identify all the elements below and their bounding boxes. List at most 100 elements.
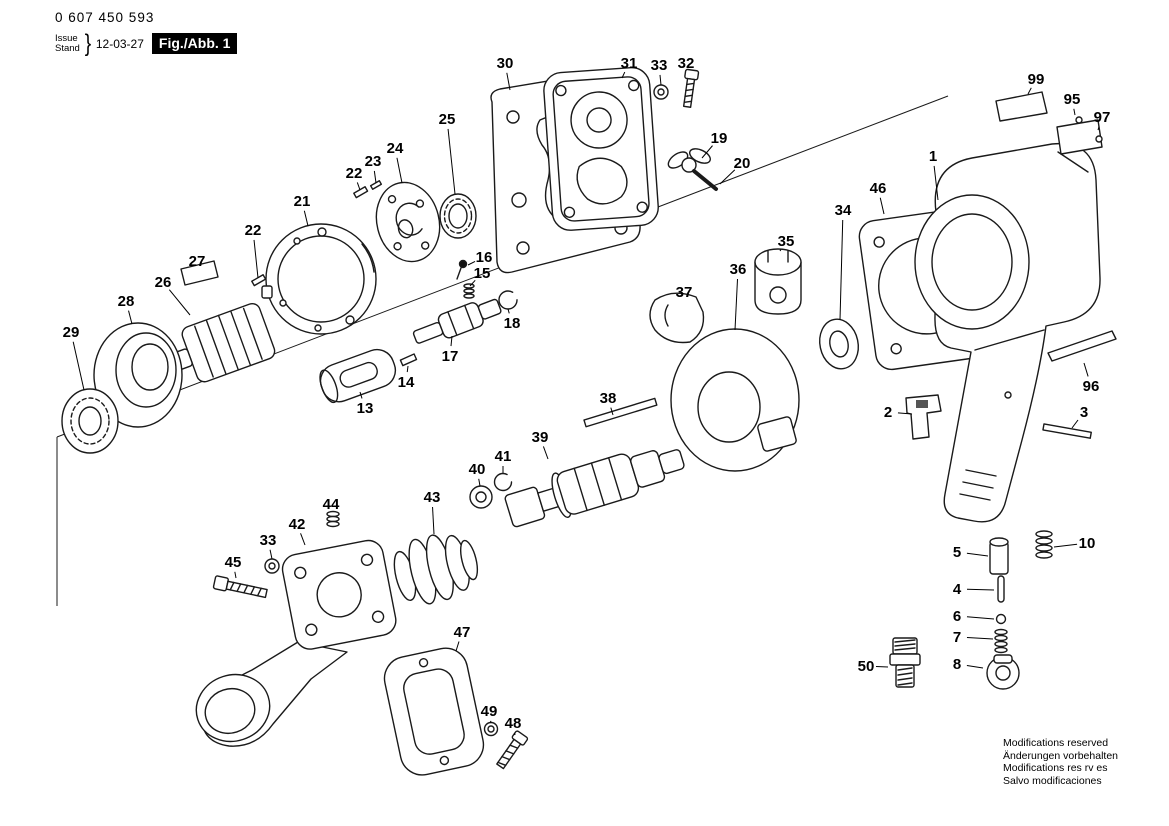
callout-leader-line (966, 616, 995, 620)
brace-glyph: } (84, 29, 92, 57)
callout-44: 44 (323, 496, 340, 513)
part-42-front-housing (188, 538, 399, 751)
callout-leader-line (168, 289, 191, 316)
callout-leader-line (897, 412, 913, 415)
callout-7: 7 (953, 629, 961, 646)
callout-2: 2 (884, 404, 892, 421)
callout-37: 37 (676, 284, 693, 301)
part-48-screw (494, 730, 528, 770)
callout-leader-line (507, 308, 510, 314)
callout-leader-line (966, 588, 995, 591)
part-3-pin (1042, 423, 1092, 439)
callout-6: 6 (953, 608, 961, 625)
part-95-97-plate (1057, 117, 1102, 154)
callout-leader-line (406, 365, 409, 373)
callout-48: 48 (505, 715, 522, 732)
modifications-line-es: Salvo modificaciones (1003, 774, 1102, 787)
callout-35: 35 (778, 233, 795, 250)
callout-14: 14 (398, 374, 415, 391)
callout-24: 24 (387, 140, 404, 157)
callout-5: 5 (953, 544, 961, 561)
callout-leader-line (128, 310, 133, 325)
callout-27: 27 (189, 253, 206, 270)
figure-label: Fig./Abb. 1 (151, 33, 238, 54)
part-96-strip (1047, 330, 1117, 362)
callout-leader-line (469, 280, 476, 287)
part-2-trigger (906, 395, 941, 439)
callout-10: 10 (1079, 535, 1096, 552)
callout-16: 16 (476, 249, 493, 266)
callout-19: 19 (711, 130, 728, 147)
part-28-bearing-flange (94, 323, 182, 427)
part-36-hammer-cage (671, 329, 799, 471)
part-13-sleeve (316, 345, 400, 407)
callout-leader-line (1053, 543, 1078, 548)
part-1-motor-housing (915, 144, 1100, 522)
callout-leader-line (875, 665, 889, 668)
callout-leader-line (478, 478, 481, 487)
modifications-line-en: Modifications reserved (1003, 737, 1109, 749)
part-14-pin (399, 353, 418, 367)
callout-leader-line (359, 391, 363, 399)
callout-31: 31 (621, 55, 638, 72)
callout-leader-line (269, 549, 273, 560)
callout-leader-line (966, 552, 989, 557)
callout-40: 40 (469, 461, 486, 478)
part-37-hammer (650, 293, 703, 342)
modifications-note: Modifications reserved Änderungen vorbeh… (1003, 737, 1118, 787)
callout-36: 36 (730, 261, 747, 278)
callout-leader-line (701, 145, 713, 159)
part-22-pin-b (251, 274, 267, 287)
callout-leader-line (447, 128, 456, 195)
part-32-screw (681, 69, 699, 107)
part-43-bushing (388, 526, 484, 610)
callout-3: 3 (1080, 404, 1088, 421)
part-22-pin-a (353, 186, 369, 199)
callout-leader-line (373, 170, 377, 184)
callout-20: 20 (734, 155, 751, 172)
part-7-spring (995, 630, 1007, 653)
callout-41: 41 (495, 448, 512, 465)
callout-45: 45 (225, 554, 242, 571)
part-25-ball-bearing (440, 194, 476, 238)
callout-23: 23 (365, 153, 382, 170)
callout-leader-line (966, 665, 984, 669)
callout-leader-line (1083, 362, 1089, 377)
part-50-air-inlet-nipple (890, 638, 920, 687)
callout-leader-line (467, 261, 476, 266)
callout-leader-line (356, 182, 361, 191)
callout-17: 17 (442, 348, 459, 365)
callout-leader-line (966, 637, 994, 640)
callout-50: 50 (858, 658, 875, 675)
callout-32: 32 (678, 55, 695, 72)
callout-46: 46 (870, 180, 887, 197)
part-16-pin (457, 261, 467, 280)
part-39-anvil (502, 436, 689, 533)
part-29-ball-bearing (62, 389, 118, 453)
part-41-o-ring (493, 472, 513, 492)
callout-leader-line (234, 571, 237, 579)
issue-stand-label: Issue Stand (55, 33, 80, 54)
callout-29: 29 (63, 324, 80, 341)
part-35-cam (755, 249, 801, 314)
part-33-washer-bottom (265, 559, 279, 573)
callout-leader-line (1071, 419, 1079, 429)
callout-96: 96 (1083, 378, 1100, 395)
callout-39: 39 (532, 429, 549, 446)
part-38-pin (583, 397, 658, 428)
callout-leader-line (542, 446, 549, 460)
document-number: 0 607 450 593 (55, 10, 155, 25)
callout-leader-line (432, 506, 435, 535)
part-10-spring (1036, 531, 1052, 558)
callout-26: 26 (155, 274, 172, 291)
stand-label: Stand (55, 42, 80, 54)
callout-leader-line (719, 169, 736, 185)
callout-97: 97 (1094, 109, 1111, 126)
modifications-line-de: Änderungen vorbehalten (1003, 749, 1119, 762)
callout-42: 42 (289, 516, 306, 533)
callout-leader-line (659, 74, 662, 86)
callout-leader-line (879, 197, 885, 215)
part-40-washer (470, 486, 492, 508)
part-17-shaft (411, 294, 504, 350)
